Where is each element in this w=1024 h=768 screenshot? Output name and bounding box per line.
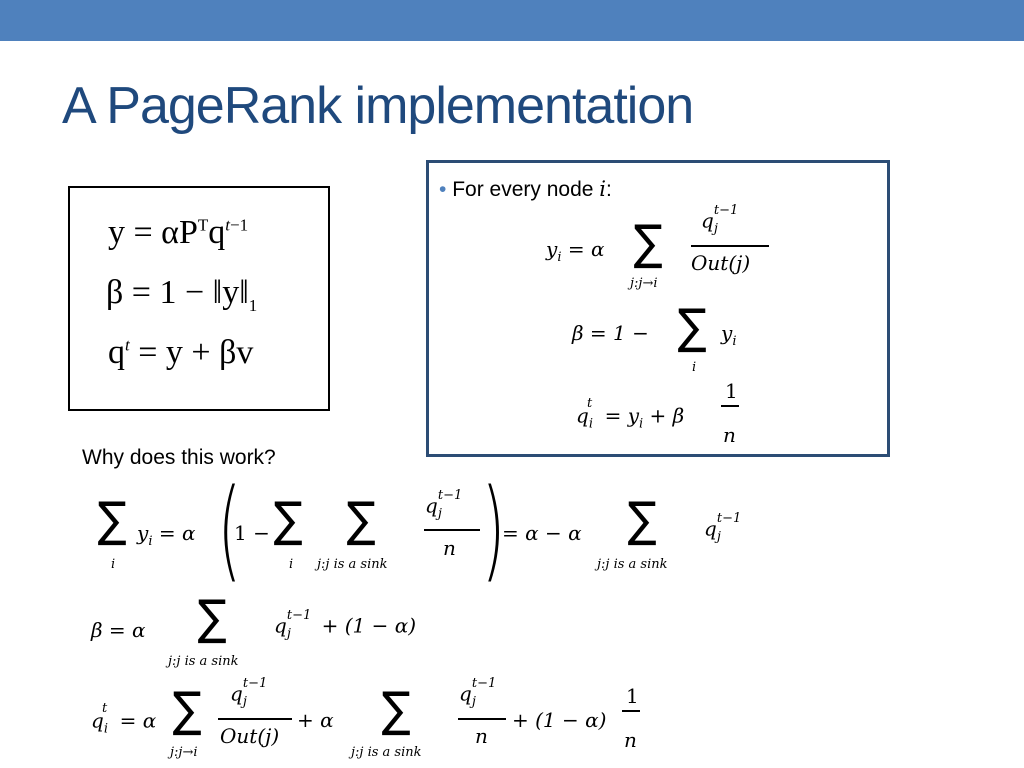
top-accent-bar — [0, 0, 1024, 41]
matrix-formula-box: y = αPTqt−1 β = 1 − ‖y‖1 qt = y + βv — [68, 186, 330, 411]
formula-q: qt = y + βv — [108, 334, 254, 371]
slide-title: A PageRank implementation — [62, 77, 694, 135]
per-node-formula-box: • For every node i: yi = α ∑ j:j→i qjt−1… — [426, 160, 890, 457]
bullet-line: • For every node i: — [439, 177, 612, 201]
formula-y: y = αPTqt−1 — [108, 214, 249, 251]
why-question: Why does this work? — [82, 446, 276, 469]
formula-beta: β = 1 − ‖y‖1 — [106, 274, 258, 315]
bullet-dot: • — [439, 178, 447, 201]
